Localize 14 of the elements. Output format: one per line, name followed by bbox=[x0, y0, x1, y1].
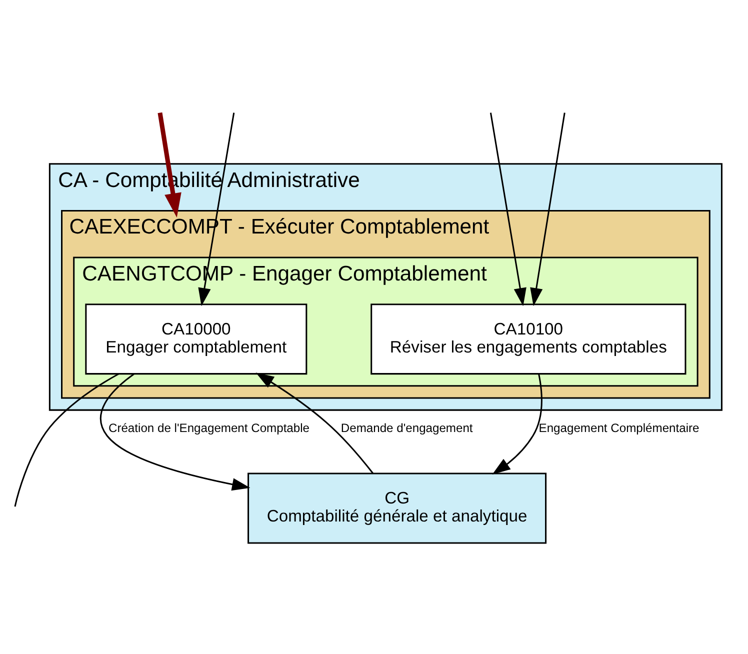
arrow bbox=[256, 372, 374, 474]
node-box: CA10000 Engager comptablement bbox=[85, 304, 308, 375]
arrow bbox=[530, 112, 566, 306]
arrow bbox=[198, 112, 235, 306]
arrow bbox=[100, 373, 250, 491]
edge-label: Création de l'Engagement Comptable bbox=[108, 420, 310, 435]
arrow bbox=[158, 112, 182, 218]
node-box: CA10100 Réviser les engagements comptables bbox=[370, 304, 686, 375]
edge-label: Demande d'engagement bbox=[340, 420, 473, 435]
edge-label: Engagement Complémentaire bbox=[538, 420, 700, 435]
arrow bbox=[490, 112, 526, 306]
connector bbox=[14, 373, 119, 507]
node-box: CG Comptabilité générale et analytique bbox=[248, 472, 547, 544]
arrow bbox=[492, 374, 542, 474]
